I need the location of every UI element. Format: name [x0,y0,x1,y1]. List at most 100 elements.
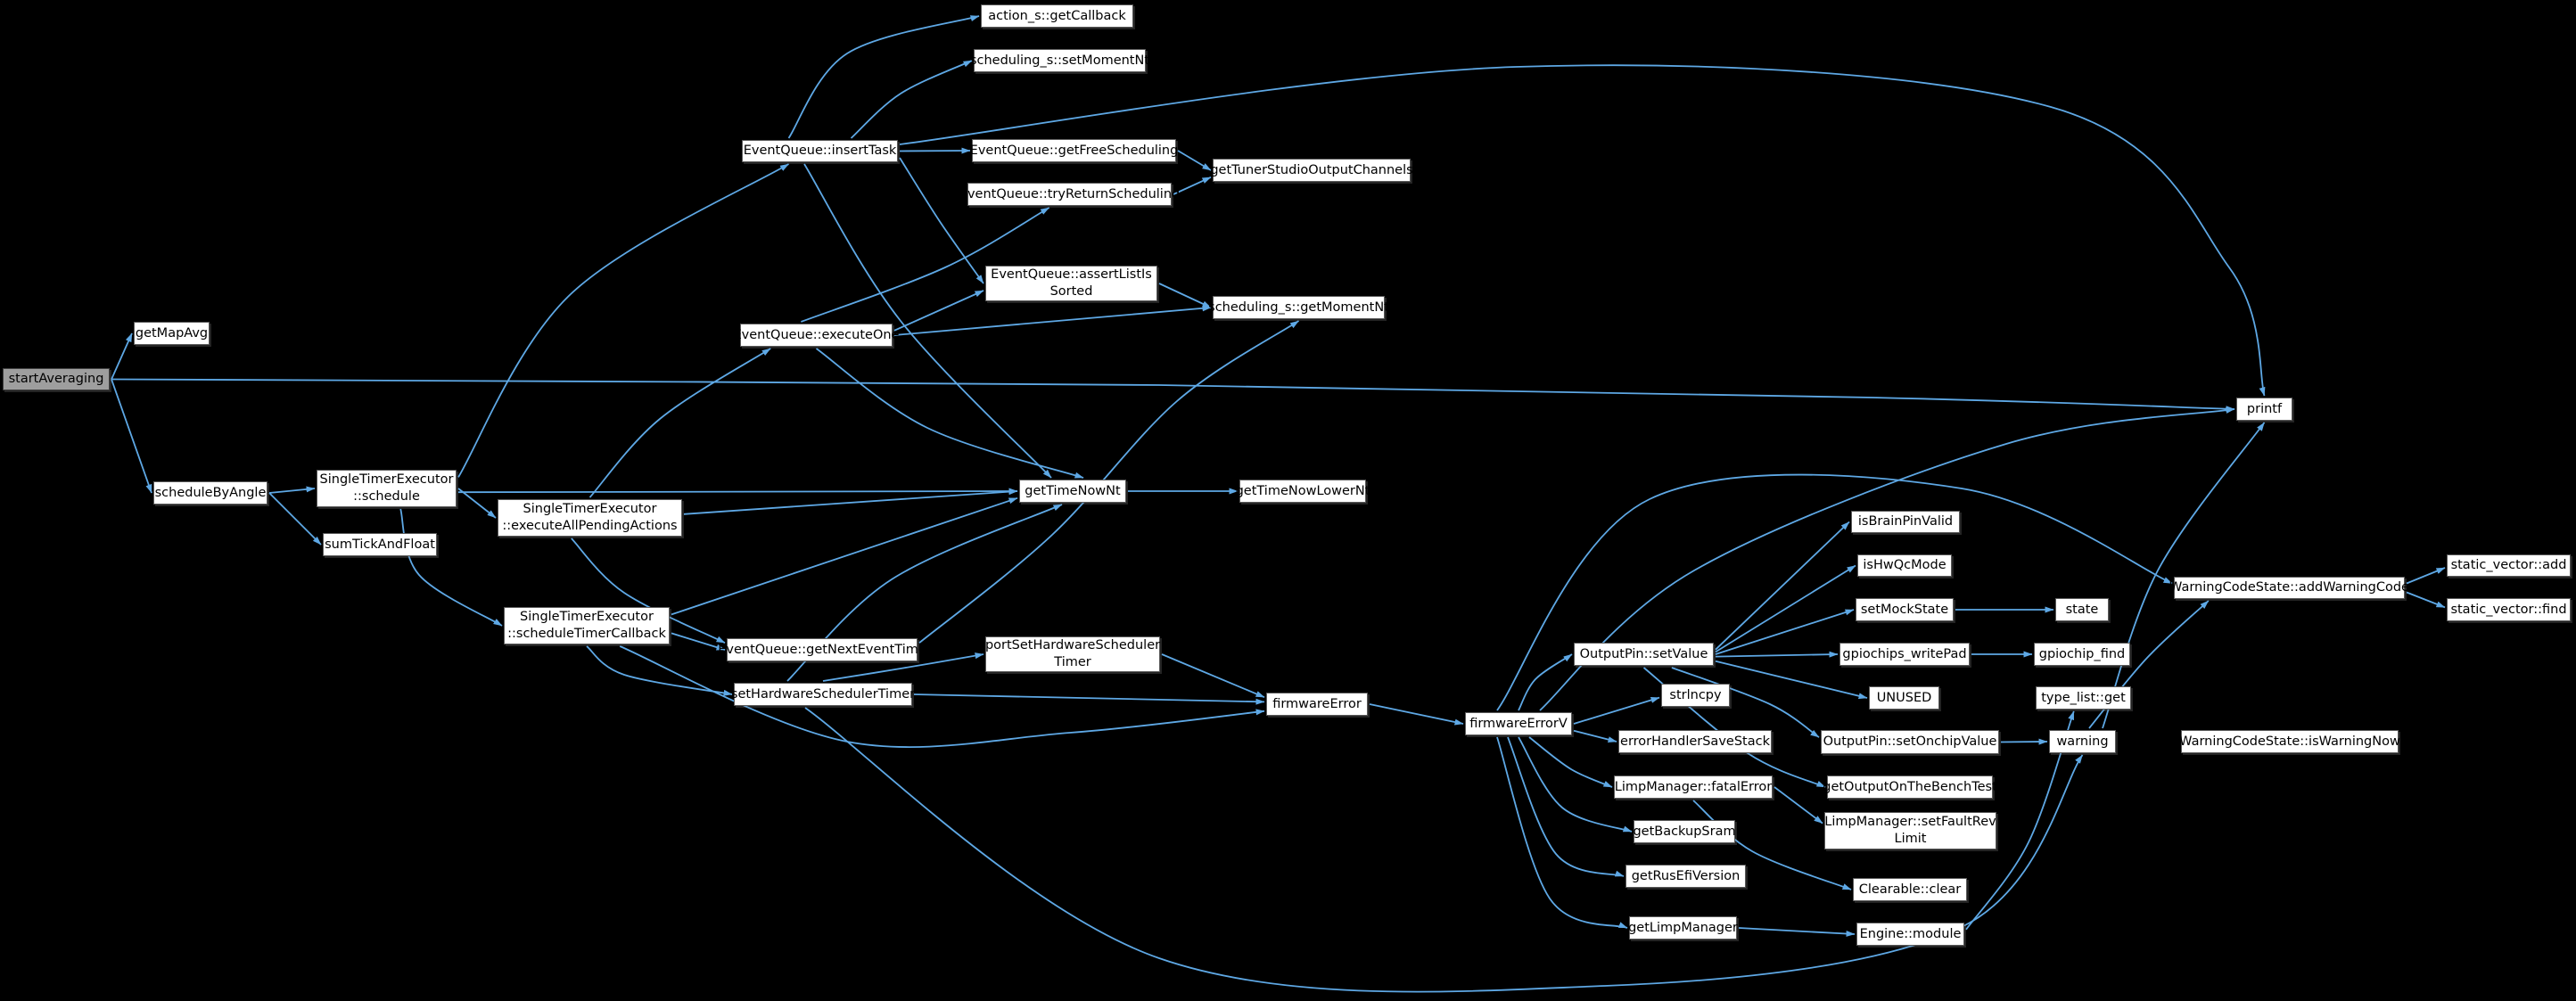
edge-ste_s-it [457,163,789,478]
node-getbackupsram[interactable]: getBackupSram [1633,820,1736,843]
edge-sa-sba [111,379,152,494]
node-action-s-getcallback[interactable]: action_s::getCallback [981,4,1133,28]
node-warningcodestate-addwarningcode[interactable]: WarningCodeState::addWarningCode [2169,577,2409,599]
node-eventqueue-executeone[interactable]: EventQueue::executeOne [734,324,899,347]
node-getlimpmanager[interactable]: getLimpManager [1628,916,1738,939]
edge-ste_c-gtnn [671,496,1018,616]
node-singletimerexecutor-scheduletimercallback[interactable]: SingleTimerExecutor ::scheduleTimerCallb… [504,607,670,644]
edge-gnet-sgm [918,320,1299,644]
node-eventqueue-tryreturnscheduling[interactable]: EventQueue::tryReturnScheduling [959,183,1180,206]
edge-lmfe-lmsfrl [1774,786,1823,825]
node-type-list-get[interactable]: type_list::get [2036,686,2131,710]
edge-it-gtnn [803,163,1052,479]
node-gettimenownt[interactable]: getTimeNowNt [1019,480,1126,503]
edge-ste_c-fe [619,645,1265,748]
edge-sba-ste_s [268,486,316,494]
edge-eo-trs [801,207,1050,323]
edge-fev-lmfe [1528,736,1613,788]
node-limpmanager-fatalerror[interactable]: LimpManager::fatalError [1614,775,1773,799]
edge-ste_s-ste_e [457,488,497,519]
node-static-vector-find[interactable]: static_vector::find [2447,598,2571,621]
edge-wr-wawc [2088,600,2210,729]
edge-wawc-svf [2406,591,2446,609]
node-eventqueue-inserttask[interactable]: EventQueue::insertTask [742,140,898,162]
node-clearable-clear[interactable]: Clearable::clear [1853,878,1967,901]
edge-opsv-unu [1715,660,1868,700]
node-firmwareerror[interactable]: firmwareError [1266,693,1368,716]
node-getoutputonthebenchtest[interactable]: getOutputOnTheBenchTest [1823,775,1997,799]
node-gpiochip-find[interactable]: gpiochip_find [2034,643,2130,666]
node-limpmanager-setfaultrevlimit[interactable]: LimpManager::setFaultRev Limit [1824,812,1996,849]
edge-lmfe-cc [1692,800,1852,890]
node-singletimerexecutor-executeallpendingactions[interactable]: SingleTimerExecutor ::executeAllPendingA… [498,499,682,537]
node-sumtickandfloat[interactable]: sumTickAndFloat [323,533,437,556]
node-strlncpy[interactable]: strlncpy [1661,684,1730,707]
edge-fev-opsv [1518,653,1573,711]
edge-opsv-opsov [1671,667,1820,738]
node-setmockstate[interactable]: setMockState [1856,598,1954,621]
node-eventqueue-getfreescheduling[interactable]: EventQueue::getFreeScheduling [970,139,1178,162]
node-static-vector-add[interactable]: static_vector::add [2447,554,2571,577]
edge-eo-alis [893,290,984,332]
node-gpiochips-writepad[interactable]: gpiochips_writePad [1839,643,1970,666]
edge-opsv-ibpv [1715,521,1850,651]
node-state[interactable]: state [2055,598,2109,621]
node-outputpin-setonchipvalue[interactable]: OutputPin::setOnchipValue [1821,730,1999,754]
edge-fev-glm [1496,736,1628,929]
edge-ste_s-ste_c [399,508,503,627]
node-ishwqcmode[interactable]: isHwQcMode [1857,554,1952,577]
node-eventqueue-getnexteventtime[interactable]: EventQueue::getNextEventTime [718,638,926,661]
node-gettunerstudiooutputchannels[interactable]: getTunerStudioOutputChannels [1210,159,1413,182]
node-gettimenowlowernt[interactable]: getTimeNowLowerNt [1236,480,1370,503]
edge-it-gfs [899,147,971,154]
edge-fev-grev [1507,736,1625,877]
node-sethardwareschedulertimer[interactable]: setHardwareSchedulerTimer [731,683,915,706]
node-getrusefiversion[interactable]: getRusEfiVersion [1625,865,1746,888]
node-startaveraging[interactable]: startAveraging [3,368,110,390]
edge-shst-fe [913,693,1265,705]
node-firmwareerrorv[interactable]: firmwareErrorV [1465,712,1572,735]
edge-eo-gtnn [815,348,1084,479]
edge-it-agc [787,15,980,139]
edge-ste_c-gnet [671,632,726,651]
node-warningcodestate-iswarningnow[interactable]: WarningCodeState::isWarningNow [2179,730,2400,753]
edge-fev-pf [1539,406,2235,711]
edge-fe-fev [1369,703,1464,726]
edge-it-ssm [850,60,973,139]
edge-ste_e-gtnn [683,488,1018,515]
edge-gfs-gtsoc [1177,150,1212,171]
node-eventqueue-assertlistissorted[interactable]: EventQueue::assertListIs Sorted [985,266,1157,301]
node-printf[interactable]: printf [2236,398,2292,421]
edge-it-pf [899,64,2266,397]
edge-fev-ehss [1573,729,1617,743]
node-warning[interactable]: warning [2049,730,2116,753]
node-scheduling-s-getmomentnt[interactable]: scheduling_s::getMomentNt [1208,296,1389,319]
edge-pshst-fe [1161,653,1265,699]
edge-glm-em [1738,927,1856,937]
node-outputpin-setvalue[interactable]: OutputPin::setValue [1574,643,1714,666]
edge-fev-gbs [1518,736,1633,833]
node-engine-module[interactable]: Engine::module [1856,923,1964,946]
edge-opsv-gwp [1715,651,1839,658]
node-schedulebyangle[interactable]: scheduleByAngle [153,481,267,505]
edge-opsv-ihqm [1715,564,1856,653]
edge-ste_e-gnet [571,537,726,644]
edge-fev-wawc [1496,473,2173,711]
node-isbrainpinvalid[interactable]: isBrainPinValid [1851,511,1960,533]
node-unused[interactable]: UNUSED [1869,686,1939,710]
edge-ste_e-eo [588,348,771,498]
node-errorhandlersavestack[interactable]: errorHandlerSaveStack [1618,730,1772,753]
edge-ste_s-gtnn [457,488,1018,495]
node-portsethardwareschedulertimer[interactable]: portSetHardwareScheduler Timer [985,636,1160,672]
node-singletimerexecutor-schedule[interactable]: SingleTimerExecutor ::schedule [317,470,457,507]
edge-shst-wr [804,707,2084,993]
node-scheduling-s-setmomentnt[interactable]: scheduling_s::setMomentNt [970,49,1149,72]
edge-opsov-wr [2000,738,2048,745]
edge-it-alis [899,157,984,284]
node-getmapavg[interactable]: getMapAvg [134,322,210,345]
edge-sba-stf [268,492,322,546]
edge-opsv-sms [1715,609,1855,655]
edge-sa-gma [111,332,133,380]
edge-eo-sgm [893,305,1212,336]
